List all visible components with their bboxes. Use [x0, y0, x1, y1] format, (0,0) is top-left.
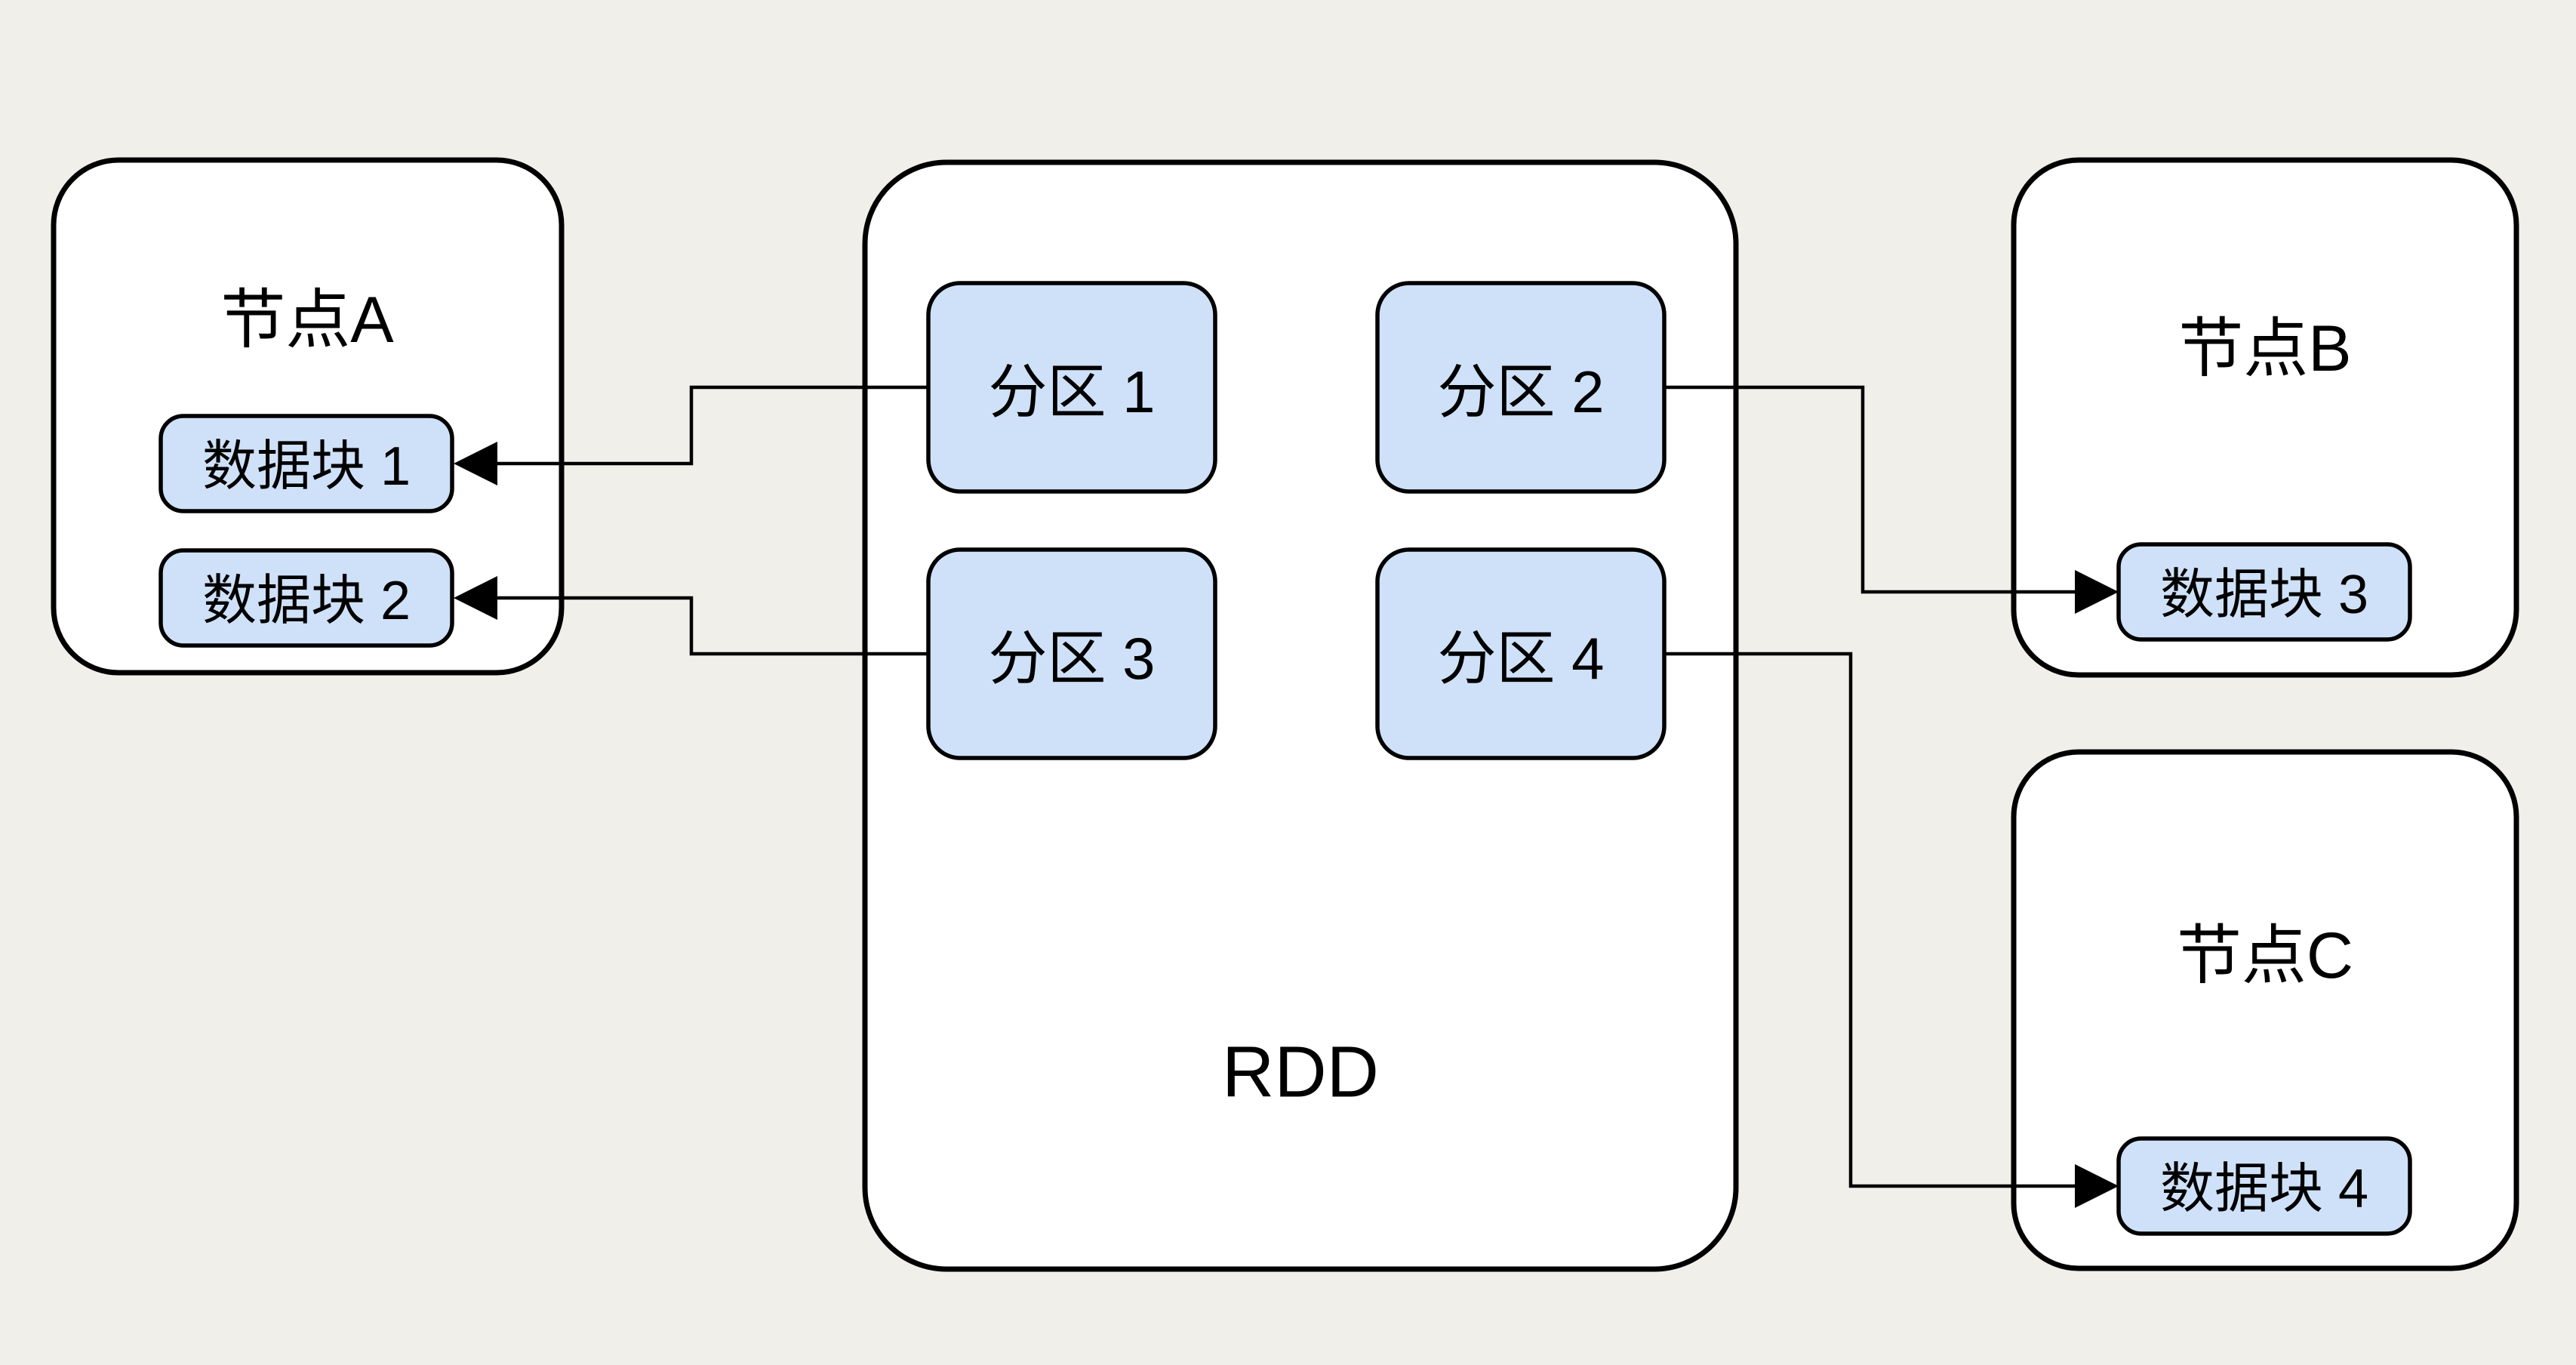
edge-partition2-to-block3 [1664, 385, 2075, 594]
block-3-label: 数据块 3 [2160, 565, 2368, 625]
node-a-label: 节点A [220, 284, 394, 356]
block-4-box [2116, 1136, 2412, 1236]
edge-partition3-to-block2 [497, 596, 928, 656]
block-2-label: 数据块 2 [202, 571, 411, 631]
arrowhead-block2 [454, 576, 497, 620]
node-c-label: 节点C [2177, 920, 2353, 992]
partition-3-label: 分区 3 [988, 625, 1155, 692]
partition-4-box [1375, 547, 1667, 760]
arrowhead-block1 [454, 442, 497, 485]
arrowhead-block4 [2075, 1164, 2119, 1208]
partition-2-label: 分区 2 [1437, 359, 1604, 425]
block-1-box [158, 414, 454, 513]
partition-2-box [1375, 281, 1667, 494]
block-2-box [158, 548, 454, 648]
rdd-label: RDD [1222, 1032, 1379, 1113]
edge-partition4-to-block4 [1664, 652, 2075, 1188]
node-b-label: 节点B [2178, 313, 2351, 385]
edge-partition1-to-block1 [497, 385, 928, 466]
block-3-box [2116, 542, 2412, 642]
block-4-label: 数据块 4 [2160, 1159, 2368, 1219]
block-1-label: 数据块 1 [202, 436, 411, 497]
partition-4-label: 分区 4 [1437, 625, 1604, 692]
partition-3-box [926, 547, 1217, 760]
arrowhead-block3 [2075, 570, 2119, 614]
partition-1-label: 分区 1 [988, 359, 1155, 425]
partition-1-box [926, 281, 1217, 494]
